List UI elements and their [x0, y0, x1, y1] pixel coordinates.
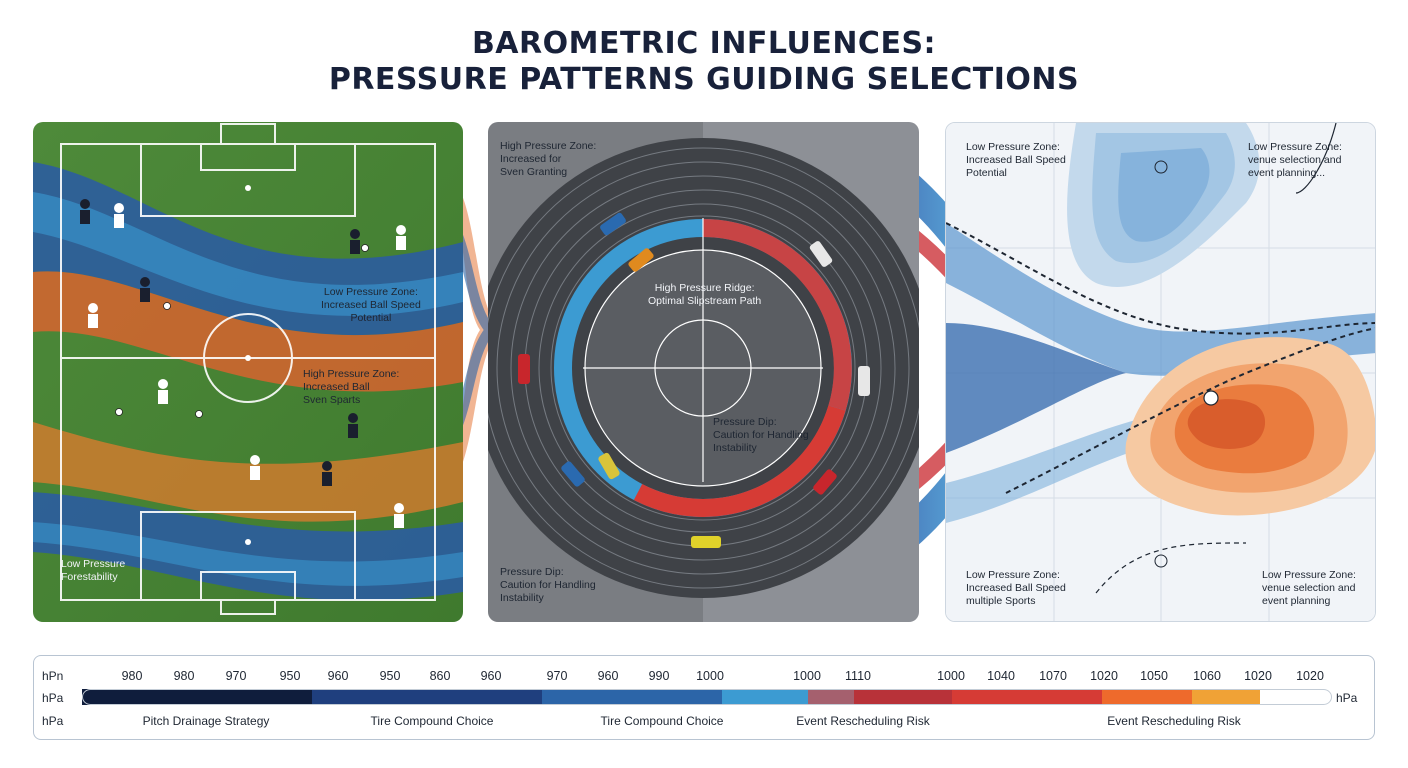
low-pressure-cell-top	[1067, 123, 1260, 287]
scale-tick: 970	[546, 669, 568, 683]
label-map-bottom-right: Low Pressure Zone: venue selection and e…	[1262, 569, 1356, 607]
scale-impact-label: Event Rescheduling Risk	[796, 714, 930, 728]
scale-impact-label: Event Rescheduling Risk	[1107, 714, 1241, 728]
players	[80, 199, 406, 528]
gradient-segment	[82, 689, 312, 705]
scale-row-label-middle: hPa	[42, 691, 64, 705]
pressure-map	[946, 123, 1375, 621]
scale-row-label-bottom: hPa	[42, 714, 64, 728]
scale-tick: 960	[480, 669, 502, 683]
scale-tick: 960	[327, 669, 349, 683]
scale-impact-label: Pitch Drainage Strategy	[142, 714, 270, 728]
football-pitch	[33, 122, 463, 622]
pressure-gradient-bar	[82, 689, 1332, 705]
gradient-segment	[854, 689, 952, 705]
scale-tick: 1070	[1039, 669, 1067, 683]
label-high-pressure-zone-racing: High Pressure Zone: Increased for Sven G…	[500, 140, 597, 178]
scale-tick: 950	[279, 669, 301, 683]
gradient-segment	[542, 689, 722, 705]
scale-tick: 990	[648, 669, 670, 683]
wind-arrow-bottom	[1095, 542, 1247, 594]
label-map-top-right: Low Pressure Zone: venue selection and e…	[1248, 141, 1342, 179]
label-map-bottom-left: Low Pressure Zone: Increased Ball Speed …	[966, 569, 1066, 607]
race-cars	[518, 212, 870, 548]
racing-circuit	[488, 122, 919, 622]
red-arc-bottom	[633, 405, 846, 517]
gradient-segment	[722, 689, 808, 705]
balls	[115, 244, 369, 418]
gradient-segment	[808, 689, 854, 705]
scale-row-label-right: hPa	[1336, 691, 1358, 705]
pitch-spots	[245, 185, 251, 545]
label-low-pressure-corner: Low Pressure Forestability	[61, 558, 126, 583]
scale-tick: 1020	[1090, 669, 1118, 683]
infield-markings	[583, 218, 823, 487]
gradient-segment	[1192, 689, 1260, 705]
label-pressure-dip-center: Pressure Dip: Caution for Handling Insta…	[713, 416, 809, 454]
gradient-outline	[82, 689, 1332, 705]
gradient-segment	[312, 689, 542, 705]
scale-row-label-top: hPn	[42, 669, 64, 683]
scale-tick: 1000	[937, 669, 965, 683]
scale-tick: 1110	[845, 669, 871, 683]
title-line-2: PRESSURE PATTERNS GUIDING SELECTIONS	[328, 62, 1080, 97]
gradient-segment	[1260, 689, 1332, 705]
racing-circuit-panel: High Pressure Zone: Increased for Sven G…	[488, 122, 919, 622]
label-high-pressure-ridge: High Pressure Ridge: Optimal Slipstream …	[648, 282, 762, 307]
scale-tick: 1050	[1140, 669, 1168, 683]
label-low-pressure-zone: Low Pressure Zone: Increased Ball Speed …	[321, 286, 421, 324]
scale-tick: 1000	[696, 669, 724, 683]
label-map-top-left: Low Pressure Zone: Increased Ball Speed …	[966, 141, 1066, 179]
scale-tick: 1040	[987, 669, 1015, 683]
pressure-scale: hPn hPa hPa hPa 980 980 970 950 960 950 860 960…	[33, 655, 1375, 740]
label-high-pressure-zone: High Pressure Zone: Increased Ball Sven …	[303, 368, 400, 406]
high-pressure-cell	[1125, 337, 1375, 516]
scale-impact-label: Tire Compound Choice	[370, 714, 494, 728]
scale-tick: 980	[173, 669, 195, 683]
scale-tick: 950	[379, 669, 401, 683]
cold-front	[1005, 327, 1375, 494]
scale-tick: 1020	[1296, 669, 1324, 683]
gauge-icons	[1154, 160, 1168, 568]
ball-marker	[1203, 390, 1219, 406]
gradient-segment	[952, 689, 1102, 705]
scale-tick: 970	[225, 669, 247, 683]
warm-front	[946, 222, 1375, 335]
scale-tick: 860	[429, 669, 451, 683]
title-line-1: BAROMETRIC INFLUENCES:	[471, 26, 937, 61]
wind-arrow-top	[1295, 123, 1337, 194]
scale-impact-label: Tire Compound Choice	[600, 714, 724, 728]
label-pressure-dip-corner: Pressure Dip: Caution for Handling Insta…	[500, 566, 596, 604]
scale-tick: 960	[597, 669, 619, 683]
football-pitch-panel: Low Pressure Zone: Increased Ball Speed …	[33, 122, 463, 622]
scale-tick: 1020	[1244, 669, 1272, 683]
gradient-segment	[1102, 689, 1192, 705]
pressure-map-panel: Low Pressure Zone: Increased Ball Speed …	[945, 122, 1376, 622]
scale-tick: 980	[121, 669, 143, 683]
scale-tick: 1060	[1193, 669, 1221, 683]
scale-tick: 1000	[793, 669, 821, 683]
red-arc-top	[702, 219, 852, 411]
